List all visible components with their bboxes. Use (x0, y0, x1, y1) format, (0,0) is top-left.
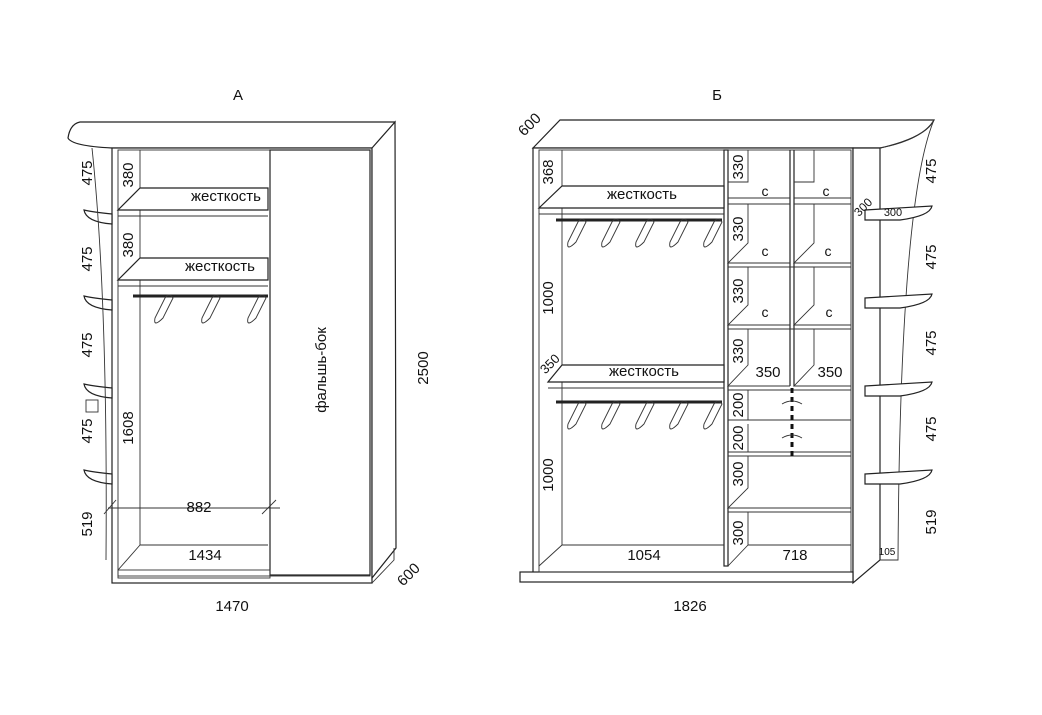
wardrobe-b-shelf-1 (537, 185, 725, 209)
wardrobe-b-dim-hanging-lower: 1000 (540, 458, 557, 491)
wardrobe-b-mark-3: с (762, 243, 769, 259)
wardrobe-b-side-depth-2: 300 (884, 207, 902, 219)
wardrobe-a-top-panel (67, 121, 396, 149)
wardrobe-b-drawer-3: 300 (730, 461, 747, 486)
wardrobe-b-side-height-1: 475 (923, 158, 940, 183)
wardrobe-a-base (117, 569, 271, 579)
wardrobe-b-hangers (567, 218, 723, 430)
wardrobe-b-dim-upper-shelf: 368 (540, 159, 557, 184)
wardrobe-b-drawers (726, 389, 851, 567)
wardrobe-a-plinth-right (371, 548, 395, 584)
wardrobe-b-dim-total-width: 1826 (673, 598, 706, 615)
wardrobe-b-cell-2: 330 (730, 216, 747, 241)
wardrobe-b-mark-2: с (823, 183, 830, 199)
wardrobe-b-drawer-2: 200 (730, 425, 747, 450)
wardrobe-a: А (67, 87, 432, 615)
wardrobe-b-title: Б (712, 87, 722, 104)
wardrobe-b-mark-4: с (825, 243, 832, 259)
wardrobe-b-drawer-1: 200 (730, 392, 747, 417)
wardrobe-b-right-curve (879, 119, 935, 561)
wardrobe-b-plinth: 105 (879, 547, 896, 558)
wardrobe-b-dim-hanging-upper: 1000 (540, 281, 557, 314)
wardrobe-a-shelf-2 (116, 257, 269, 281)
wardrobe-a-title: А (233, 87, 243, 104)
wardrobe-b-side-height-5: 519 (923, 509, 940, 534)
wardrobe-a-shelf-label-2: жесткость (185, 258, 255, 275)
wardrobe-b-base (519, 571, 854, 583)
wardrobe-b-divider (723, 149, 729, 567)
wardrobe-a-hangers (154, 294, 267, 324)
wardrobe-b-side-height-2: 475 (923, 244, 940, 269)
wardrobe-b-mark-5: с (762, 304, 769, 320)
wardrobe-a-side-height-1: 475 (79, 160, 96, 185)
wardrobe-a-dim-bottom-width: 1434 (188, 547, 221, 564)
wardrobe-a-side-shelves (83, 147, 113, 561)
wardrobe-b-shelf-label-2: жесткость (609, 363, 679, 380)
wardrobe-a-shelf-1 (116, 187, 269, 211)
wardrobe-b-shelf-2 (546, 364, 725, 383)
wardrobe-a-side-height-5: 519 (79, 511, 96, 536)
wardrobe-b-mark-1: с (762, 183, 769, 199)
wardrobe-a-side-depth (371, 120, 397, 580)
wardrobe-a-side-height-4: 475 (79, 418, 96, 443)
wardrobe-a-shelf-label-1: жесткость (191, 188, 261, 205)
wardrobe-b-top-panel (531, 119, 935, 149)
wardrobe-b-side-height-4: 475 (923, 416, 940, 441)
wardrobe-a-dim-depth: 600 (394, 560, 424, 590)
wardrobe-a-side-height-3: 475 (79, 332, 96, 357)
wardrobe-a-dim-inner-width: 882 (186, 499, 211, 516)
wardrobe-b-cell-4: 330 (730, 338, 747, 363)
wardrobe-a-door (269, 149, 371, 576)
wardrobe-a-dim-upper-shelf: 380 (120, 162, 137, 187)
wardrobe-a-dim-total-width: 1470 (215, 598, 248, 615)
wardrobe-a-side-label: фальшь-бок (313, 327, 330, 413)
wardrobe-b-side-shelves (864, 205, 933, 485)
wardrobe-b-dim-right-bottom: 718 (782, 547, 807, 564)
wardrobe-a-dim-second-shelf: 380 (120, 232, 137, 257)
wardrobe-b-mark-6: с (826, 304, 833, 320)
wardrobe-b-col-depth-1: 350 (755, 364, 780, 381)
wardrobe-b: Б (515, 87, 940, 615)
wardrobe-b-side-height-3: 475 (923, 330, 940, 355)
wardrobe-b-bottom-cell: 300 (730, 520, 747, 545)
wardrobe-a-side-height-2: 475 (79, 246, 96, 271)
wardrobe-b-dim-top-depth: 600 (515, 110, 545, 140)
wardrobe-b-cell-3: 330 (730, 278, 747, 303)
wardrobe-a-dim-hanging: 1608 (120, 411, 137, 444)
wardrobe-b-dim-left-bottom: 1054 (627, 547, 660, 564)
wardrobe-b-cell-1: 330 (730, 154, 747, 179)
wardrobe-b-small-shelves (726, 150, 851, 387)
wardrobe-b-body (532, 147, 854, 579)
wardrobe-b-shelf-label-1: жесткость (607, 186, 677, 203)
wardrobe-a-dim-height: 2500 (415, 351, 432, 384)
wardrobe-b-col-depth-2: 350 (817, 364, 842, 381)
